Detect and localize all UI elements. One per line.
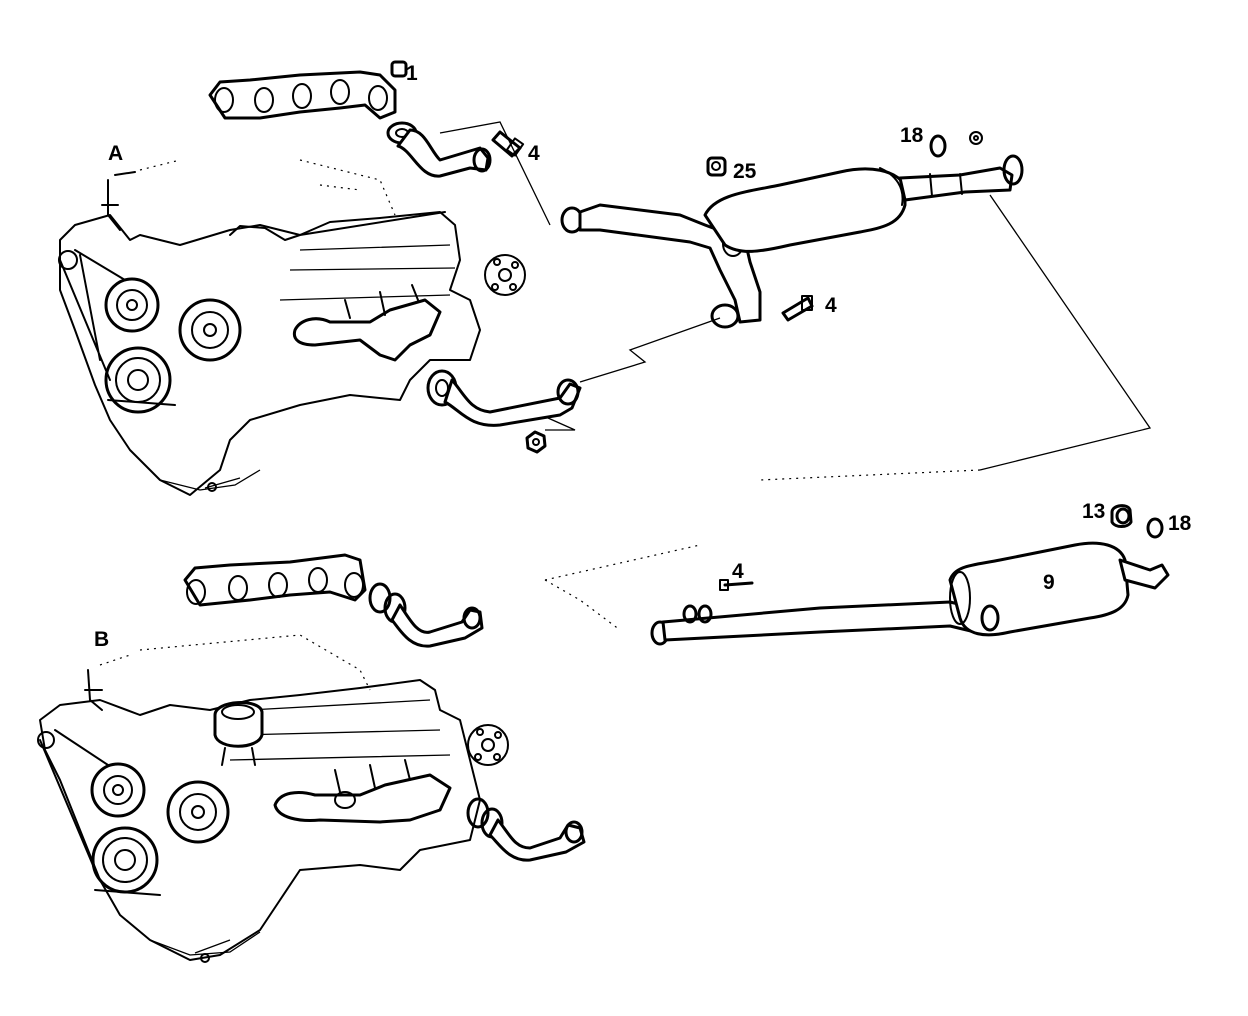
front-pipe-b-lower bbox=[466, 797, 586, 862]
ring-icon bbox=[929, 134, 947, 158]
front-pipe-b-upper bbox=[368, 582, 484, 648]
front-muffler-a bbox=[703, 154, 1024, 253]
part-label-18-top: 18 bbox=[900, 124, 924, 147]
part-label-25: 25 bbox=[733, 160, 757, 183]
rear-guide-lines bbox=[544, 544, 701, 631]
clamp-icon bbox=[706, 156, 727, 177]
exhaust-manifold-b-upper bbox=[183, 553, 367, 607]
part-label-9: 9 bbox=[1043, 571, 1055, 594]
ring-icon bbox=[1146, 517, 1164, 539]
part-label-4-bottom: 4 bbox=[732, 560, 744, 583]
bolt-icon bbox=[491, 130, 525, 158]
engine-a-label: A bbox=[108, 142, 123, 165]
front-pipe-a-right bbox=[426, 369, 582, 427]
hanger-icon bbox=[1110, 504, 1133, 528]
engine-b-label: B bbox=[94, 628, 109, 651]
part-label-4-top: 4 bbox=[528, 142, 540, 165]
part-label-1: 1 bbox=[406, 62, 418, 85]
rear-bolt bbox=[719, 579, 754, 591]
nut-icon bbox=[969, 131, 983, 145]
bolt-icon bbox=[781, 295, 814, 322]
exhaust-manifold-a-upper bbox=[208, 70, 397, 120]
engine-a-drawing bbox=[58, 159, 526, 496]
nut-icon bbox=[390, 60, 408, 78]
part-label-13: 13 bbox=[1082, 500, 1105, 523]
engine-b-drawing bbox=[37, 634, 509, 963]
front-pipe-a-left bbox=[386, 121, 492, 178]
part-label-4-mid: 4 bbox=[825, 294, 837, 317]
assembly-guide-lines-a bbox=[439, 121, 1152, 481]
rear-muffler bbox=[948, 541, 1170, 637]
rear-pipe bbox=[650, 600, 987, 646]
nut-icon bbox=[525, 430, 547, 454]
part-label-18-bottom: 18 bbox=[1168, 512, 1192, 535]
